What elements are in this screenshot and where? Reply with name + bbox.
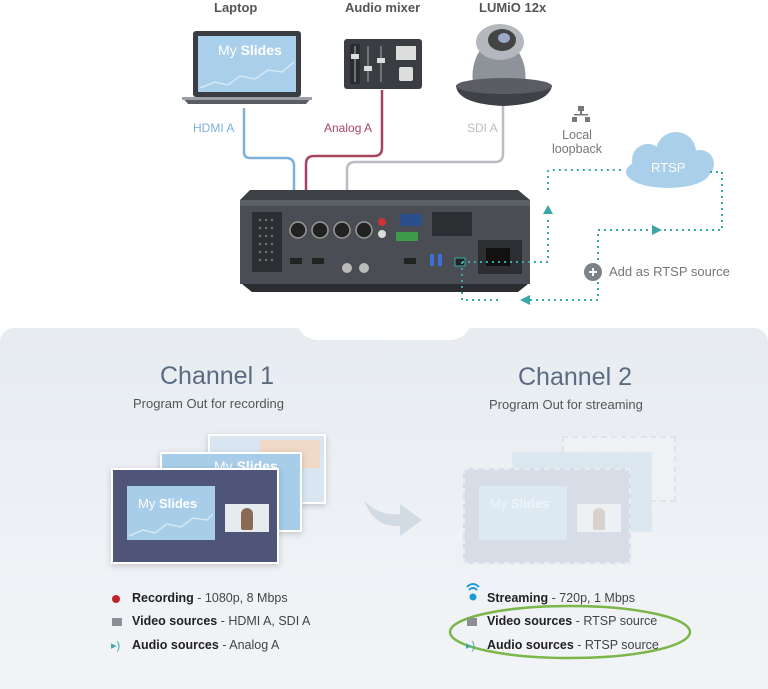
video-camera-icon: [112, 618, 122, 626]
laptop-label: Laptop: [214, 0, 258, 15]
sdi-cable: [345, 106, 505, 266]
channel2-streaming-item: Streaming - 720p, 1 Mbps: [466, 583, 635, 605]
channel1-subtitle: Program Out for recording: [133, 396, 285, 411]
channel2-audio-item: ▸) Audio sources - RTSP source: [466, 638, 659, 652]
hdmi-cable: [242, 108, 296, 256]
analog-label: Analog A: [324, 121, 373, 135]
rtsp-label: RTSP: [651, 160, 686, 175]
sdi-label: SDI A: [467, 121, 498, 135]
streaming-icon: [465, 579, 480, 603]
pearl-device-icon: [240, 190, 530, 292]
channel2-card-front: My Slides: [463, 468, 631, 564]
channel2-subtitle: Program Out for streaming: [489, 397, 643, 412]
audio-mixer-label: Audio mixer: [345, 0, 421, 15]
audio-mixer-icon: [344, 39, 422, 89]
channel1-audio-item: ▸) Audio sources - Analog A: [111, 638, 280, 652]
rtsp-cloud-icon: [626, 132, 714, 188]
channel2-video-item: Video sources - RTSP source: [467, 614, 657, 628]
analog-cable: [304, 90, 384, 220]
channel1-recording-item: Recording - 1080p, 8 Mbps: [112, 591, 288, 605]
channel2-title: Channel 2: [518, 363, 632, 391]
signal-diagram: [182, 24, 723, 305]
channel1-video-item: Video sources - HDMI A, SDI A: [112, 614, 310, 628]
add-rtsp-label: Add as RTSP source: [609, 264, 730, 279]
highlight-ellipse: [448, 604, 692, 660]
local-loopback-label: Local loopback: [552, 128, 603, 156]
panel-notch: [296, 300, 472, 340]
speaker-icon: ▸): [111, 640, 121, 652]
camera-label: LUMiO 12x: [479, 0, 547, 15]
laptop-screen-text: My Slides: [218, 42, 282, 58]
channel1-card-front: My Slides: [111, 468, 279, 564]
ptz-camera-icon: [456, 24, 552, 106]
laptop-icon: [182, 31, 312, 104]
hdmi-label: HDMI A: [193, 121, 235, 135]
arrow-right-icon: [364, 500, 422, 536]
channel1-title: Channel 1: [160, 362, 274, 390]
speaker-icon: ▸): [466, 640, 476, 652]
video-camera-icon: [467, 618, 477, 626]
network-icon: [572, 106, 590, 122]
recording-dot-icon: [112, 595, 120, 603]
